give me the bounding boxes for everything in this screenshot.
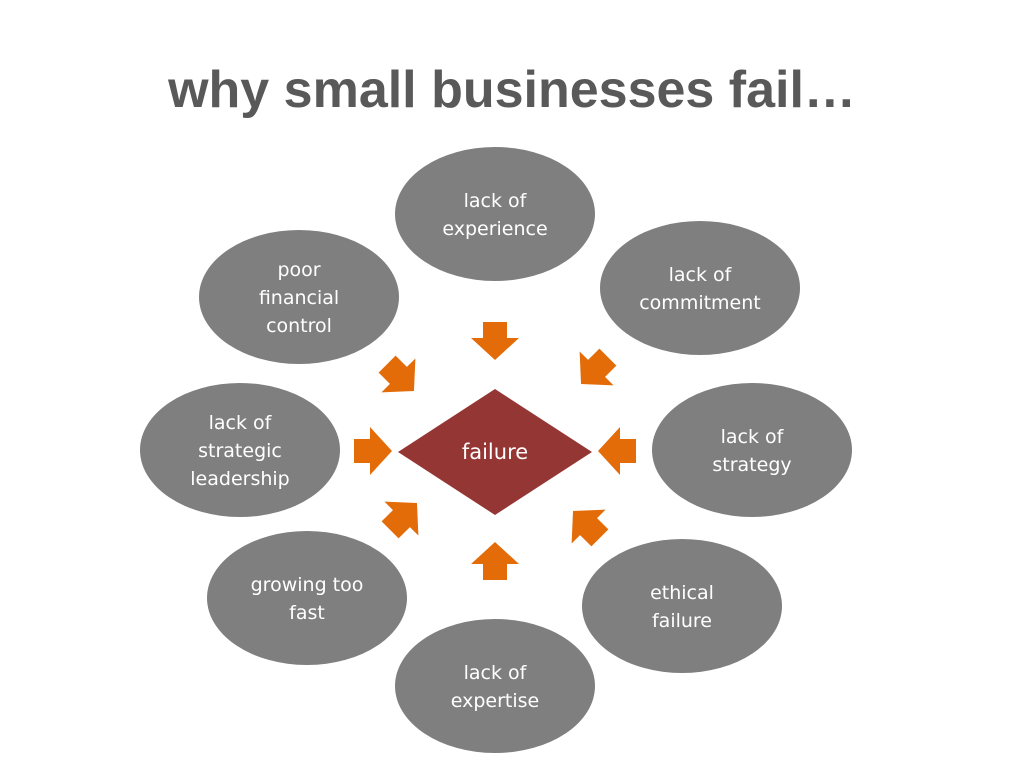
cause-ellipse-strategy [652,383,852,517]
cause-label-experience: lack of [464,190,528,212]
cause-label-experience: experience [442,218,547,240]
cause-ellipse-financial [199,230,399,364]
cause-label-leadership: lack of [209,412,273,434]
cause-node-leadership: lack of strategic leadership [140,383,340,517]
arrow-growing [381,501,419,539]
arrows-layer [354,322,636,580]
cause-label-commitment: commitment [639,292,761,314]
arrow-strategy [598,427,636,475]
cause-ellipse-commitment [600,221,800,355]
failure-label: failure [462,440,528,464]
arrow-financial [378,355,416,393]
cause-label-commitment: lack of [669,264,733,286]
cause-label-expertise: lack of [464,662,528,684]
cause-node-experience: lack of experience [395,147,595,281]
cause-label-leadership: strategic [198,440,282,462]
cause-node-ethical: ethical failure [582,539,782,673]
cause-ellipse-growing [207,531,407,665]
cause-ellipse-leadership [140,383,340,517]
cause-label-growing: fast [289,602,325,624]
cause-label-strategy: lack of [721,426,785,448]
cause-node-expertise: lack of expertise [395,619,595,753]
cause-label-ethical: ethical [650,582,714,604]
cause-node-strategy: lack of strategy [652,383,852,517]
cause-ellipse-experience [395,147,595,281]
arrow-experience [471,322,519,360]
cause-label-expertise: expertise [451,690,539,712]
arrow-leadership [354,427,392,475]
cause-label-financial: financial [259,287,339,309]
center-diamond: failure [398,389,592,515]
slide-title: why small businesses fail… [168,61,856,119]
cause-label-strategy: strategy [712,454,791,476]
cause-ellipse-expertise [395,619,595,753]
cause-label-leadership: leadership [190,468,289,490]
cause-node-financial: poor financial control [199,230,399,364]
cause-label-ethical: failure [652,610,712,632]
cause-label-financial: poor [277,259,320,281]
cause-label-growing: growing too [251,574,364,596]
cause-label-financial: control [266,315,332,337]
cause-node-growing: growing too fast [207,531,407,665]
failure-diamond [398,389,592,515]
arrow-ethical [571,509,609,547]
arrow-expertise [471,542,519,580]
cause-node-commitment: lack of commitment [600,221,800,355]
cause-ellipse-ethical [582,539,782,673]
arrow-commitment [579,348,617,386]
